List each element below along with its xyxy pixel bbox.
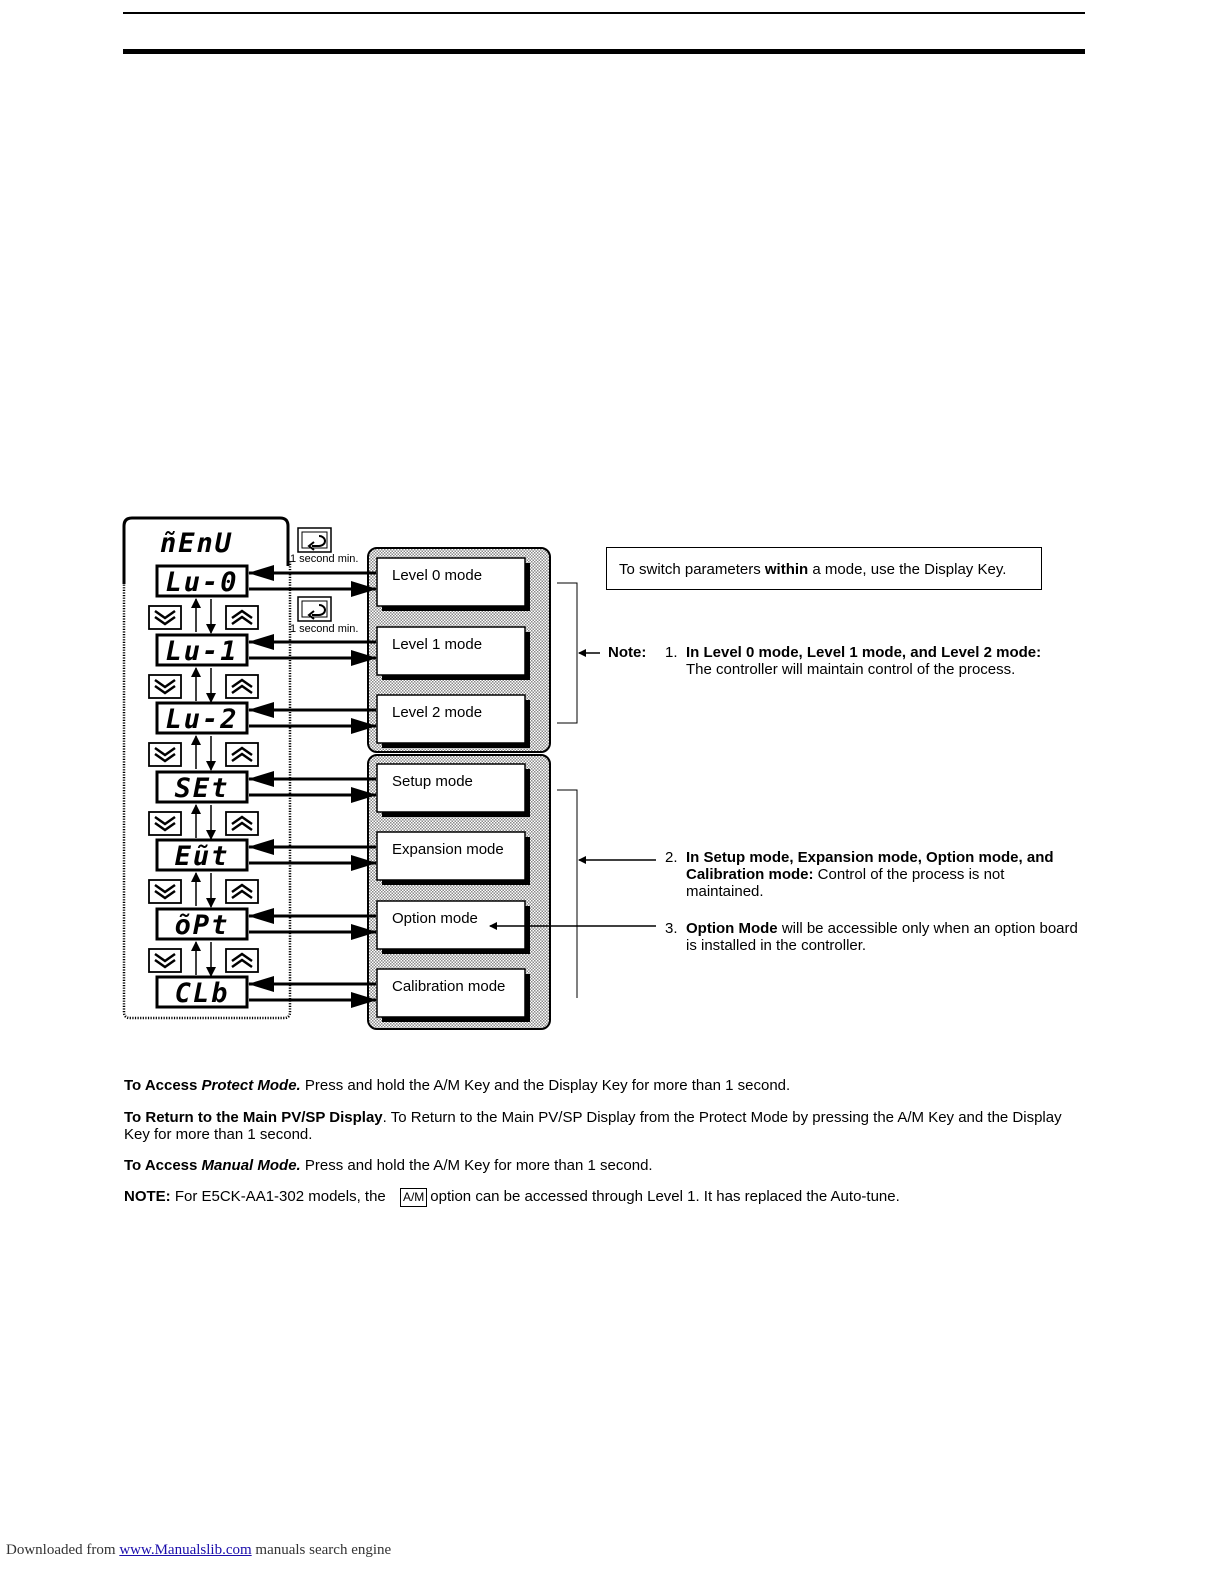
mode-box — [376, 763, 526, 813]
level-display-text: Lu-2 — [165, 704, 238, 735]
hold-label-1: 1 second min. — [290, 553, 358, 565]
mode-box — [376, 900, 526, 950]
level-row: õPt Option mode — [148, 900, 530, 977]
note-item-2: 2. In Setup mode, Expansion mode, Option… — [665, 849, 1054, 900]
down-key-icon — [148, 742, 182, 767]
up-key-icon — [225, 605, 259, 630]
menu-display-text: ñEnU — [160, 528, 233, 559]
am-key-icon: A/M — [399, 1188, 428, 1207]
note-label: Note: — [608, 644, 647, 661]
down-key-icon — [148, 879, 182, 904]
bracket-lower — [557, 789, 578, 998]
level-display-box — [155, 838, 249, 872]
level-display-text: CLb — [175, 978, 230, 1009]
footer-link[interactable]: www.Manualslib.com — [119, 1542, 252, 1558]
group-panel-no-control — [367, 754, 551, 1030]
up-key-icon — [225, 879, 259, 904]
mode-label: Expansion mode — [392, 841, 504, 858]
level-display-box — [155, 907, 249, 941]
level-display-box — [155, 701, 249, 735]
mode-label: Level 2 mode — [392, 704, 482, 721]
mode-box — [376, 831, 526, 881]
mode-box — [376, 626, 526, 676]
mode-box — [376, 968, 526, 1018]
level-display-text: Lu-1 — [165, 636, 238, 667]
up-key-icon — [225, 811, 259, 836]
controller-outline — [122, 560, 292, 1020]
return-display-paragraph: To Return to the Main PV/SP Display. To … — [124, 1109, 1062, 1143]
mode-box — [376, 557, 526, 607]
level-row: Eũt Expansion mode — [148, 831, 530, 908]
footer: Downloaded from www.Manualslib.com manua… — [6, 1542, 392, 1558]
level-display-box — [155, 975, 249, 1009]
hold-label-2: 1 second min. — [290, 623, 358, 635]
level-display-text: SEt — [175, 773, 230, 804]
hold-key-icon — [297, 527, 332, 553]
level-row: CLb Calibration mode — [155, 968, 530, 1022]
level-display-box — [155, 633, 249, 667]
level-row: SEt Setup mode — [148, 763, 530, 840]
down-key-icon — [148, 605, 182, 630]
header-rule-thin — [123, 12, 1085, 14]
up-key-icon — [225, 674, 259, 699]
level-display-text: õPt — [175, 910, 230, 941]
mode-label: Calibration mode — [392, 978, 505, 995]
hold-key-icon — [297, 596, 332, 622]
mode-label: Option mode — [392, 910, 478, 927]
note-item-1: 1. In Level 0 mode, Level 1 mode, and Le… — [665, 644, 1042, 678]
bracket-upper — [557, 582, 578, 724]
level-row: Lu-2 Level 2 mode — [148, 694, 530, 771]
level-row: Lu-0 Level 0 mode — [148, 557, 530, 634]
level-display-box — [155, 564, 249, 598]
level-display-text: Eũt — [175, 841, 230, 872]
down-key-icon — [148, 948, 182, 973]
mode-label: Level 0 mode — [392, 567, 482, 584]
display-key-note: To switch parameters within a mode, use … — [606, 547, 1042, 590]
mode-box — [376, 694, 526, 744]
up-key-icon — [225, 948, 259, 973]
down-key-icon — [148, 674, 182, 699]
header-rule-thick — [123, 49, 1085, 54]
level-row: Lu-1 Level 1 mode — [148, 626, 530, 703]
manual-mode-paragraph: To Access Manual Mode. Press and hold th… — [124, 1157, 653, 1174]
mode-label: Level 1 mode — [392, 636, 482, 653]
level-display-text: Lu-0 — [165, 567, 238, 598]
up-key-icon — [225, 742, 259, 767]
note-item-3: 3. Option Mode will be accessible only w… — [665, 920, 1078, 954]
down-key-icon — [148, 811, 182, 836]
protect-mode-paragraph: To Access Protect Mode. Press and hold t… — [124, 1077, 791, 1094]
mode-label: Setup mode — [392, 773, 473, 790]
level-display-box — [155, 770, 249, 804]
